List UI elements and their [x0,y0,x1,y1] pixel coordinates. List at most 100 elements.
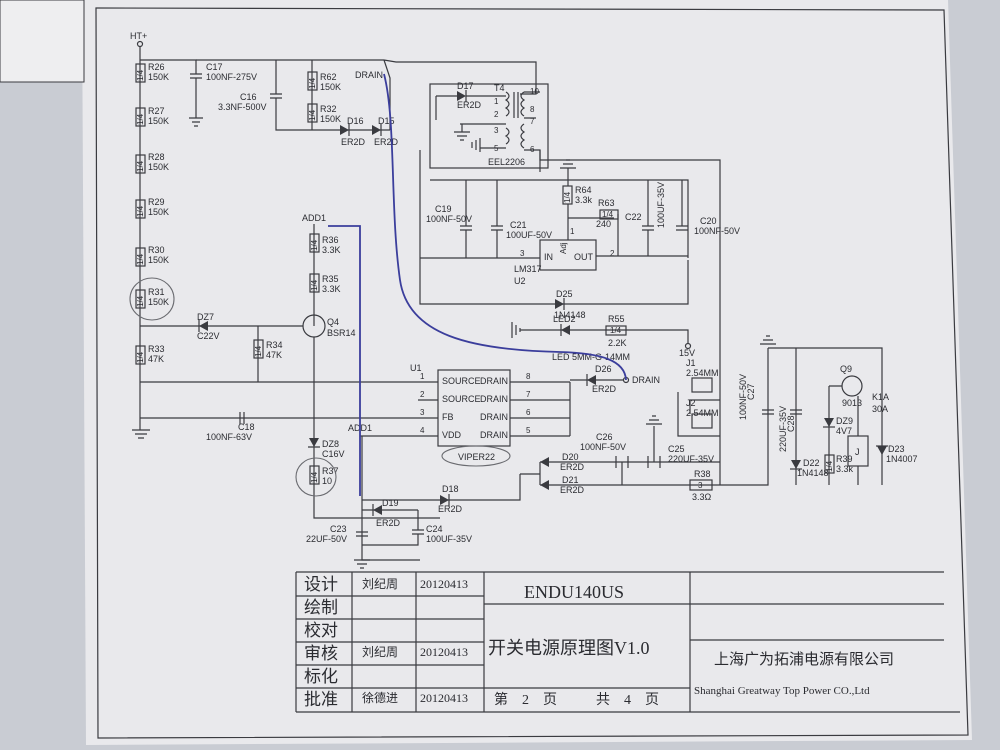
diode-d22 [791,460,801,469]
label-d22: D22 [803,458,820,468]
label-c18: C18 [238,422,255,432]
label-c24: C24 [426,524,443,534]
value-r33: 47K [148,354,164,364]
r38-body-text: 3 [698,481,703,490]
pin-5: 5 [494,144,499,153]
label-r26: R26 [148,62,165,72]
diode-d18 [440,495,449,505]
u1-num-6: 6 [526,408,531,417]
label-r28: R28 [148,152,165,162]
value-c27: 100NF-50V [738,374,748,420]
pin-6: 6 [530,145,535,154]
label-c21: C21 [510,220,527,230]
value-q4: BSR14 [327,328,356,338]
vdd-rectifiers: D19 ER2D D18 ER2D C23 22UF-50V C24 100UF… [306,484,472,569]
diode-d25: D25 1N4148 [554,289,586,320]
role-standard: 标化 [304,667,338,686]
pen-annotations [328,73,627,496]
resistor-r38 [689,479,713,491]
value-r28: 150K [148,162,169,172]
secondary-nets [419,150,721,485]
resistor-package-tags: 1/4 1/4 1/4 1/4 1/4 1/4 1/4 1/4 1/4 1/4 … [136,69,834,483]
pin-1: 1 [494,97,499,106]
value-c21: 100UF-50V [506,230,552,240]
value-c16: 3.3NF-500V [218,102,267,112]
value-r38: 3.3Ω [692,492,712,502]
resistor-r28 [135,154,146,174]
value-d26: ER2D [592,384,617,394]
label-d16: D16 [347,116,364,126]
label-d21: D21 [562,475,579,485]
label-eel2206: EEL2206 [488,157,525,167]
label-c19: C19 [435,204,452,214]
value-d18: ER2D [438,504,463,514]
label-r34: R34 [266,340,283,350]
value-c19: 100NF-50V [426,214,472,224]
u1-num-2: 2 [420,390,425,399]
aux-output: D20 ER2D D21 ER2D C26 100NF-50V C25 220U… [440,415,720,502]
label-r27: R27 [148,106,165,116]
label-c25: C25 [668,444,685,454]
reg-pin-1: 1 [570,227,575,236]
diode-d21 [540,480,549,490]
label-u2: U2 [514,276,526,286]
zener-dz9 [824,418,834,427]
pkg-r36: 1/4 [310,239,319,251]
label-r33: R33 [148,344,165,354]
pin-7: 7 [530,117,535,126]
resistor-r32 [307,103,318,123]
value-c18: 100NF-63V [206,432,252,442]
label-d17: D17 [457,81,474,91]
pkg-r32: 1/4 [308,109,317,121]
value-d21: ER2D [560,485,585,495]
resistor-r33 [135,345,146,365]
resistor-r31 [135,289,146,309]
label-dz9: DZ9 [836,416,853,426]
feedback-q4: ADD1 R36 3.3K R35 3.3K Q4 BSR14 DZ7 C22V… [140,213,418,419]
value-r27: 150K [148,116,169,126]
resistor-r26 [135,63,146,83]
label-drain-right: DRAIN [632,375,660,385]
led2 [561,325,570,335]
transformer-t4: D17 ER2D T4 EEL2206 1 2 3 5 10 8 7 6 [429,81,549,172]
label-j2: J2 [686,398,696,408]
label-r29: R29 [148,197,165,207]
pencil-circle-viper22 [441,445,511,467]
u1-num-7: 7 [526,390,531,399]
u1-num-3: 3 [420,408,425,417]
u1-pin-drain-6: DRAIN [480,412,508,422]
u1-pin-source-2: SOURCE [442,394,481,404]
relay-driver: 100NF-50V C27 220UF-35V C28 D22 1N4148 Q… [720,335,918,486]
pkg-r33: 1/4 [136,351,145,363]
role-check: 校对 [304,621,338,640]
role-approve: 批准 [304,690,338,709]
diode-d16 [340,125,349,135]
pkg-r26: 1/4 [136,69,145,81]
value-c22: 100UF-35V [656,182,666,228]
sheet-number: 第 2 页 [494,691,557,708]
label-r31: R31 [148,287,165,297]
label-ht-plus: HT+ [130,31,147,41]
value-r39: 3.3k [836,464,854,474]
label-r30: R30 [148,245,165,255]
led-indicator: LED2 LED 5MM-G-14MM R55 2.2K 15V [511,314,695,362]
resistor-r30 [135,247,146,267]
value-r64: 3.3k [575,195,593,205]
title-block: 设计 绘制 校对 审核 标化 批准 刘纪周 刘纪周 徐德进 20120413 2… [295,571,960,713]
pkg-r31: 1/4 [136,295,145,307]
pkg-r62: 1/4 [308,77,317,89]
connectors-j1-j2: J1 2.54MM J2 2.54MM [677,358,720,437]
value-r63: 240 [596,219,611,229]
reg-pin-3: 3 [520,249,525,258]
value-r31: 150K [148,297,169,307]
pencil-circle-r37 [295,457,337,497]
role-draw: 绘制 [304,598,338,617]
value-r36: 3.3K [322,245,341,255]
capacitor-c18: C18 100NF-63V [206,412,255,442]
label-d25: D25 [556,289,573,299]
value-d17: ER2D [457,100,482,110]
value-r29: 150K [148,207,169,217]
pin-in: IN [544,252,553,262]
label-c17: C17 [206,62,223,72]
